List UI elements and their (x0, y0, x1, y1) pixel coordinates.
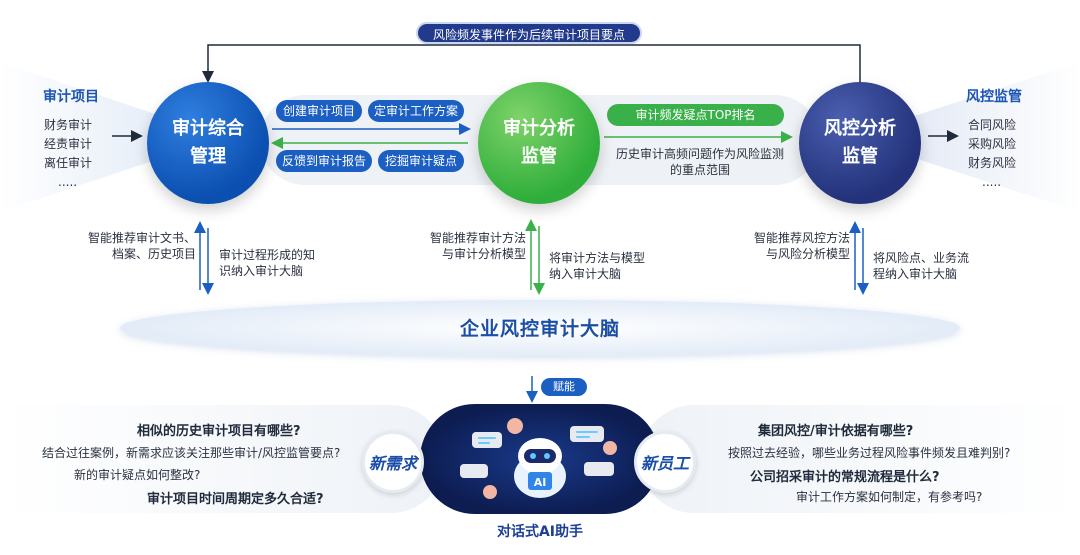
left-question-4: 审计项目时间周期定多久合适? (147, 492, 324, 507)
left-question-2: 结合过往案例，新需求应该关注那些审计/风控监管要点? (42, 446, 341, 460)
make-plan-pill: 定审计工作方案 (368, 100, 464, 122)
user-avatar-icon (483, 418, 617, 499)
node-label: 审计分析 监管 (503, 118, 575, 167)
note-left-up: 智能推荐审计文书、 档案、历史项目 (87, 231, 196, 261)
ai-robot-illustration: AI (460, 418, 617, 499)
risk-audit-brain-disc (120, 300, 960, 356)
list-item: 离任审计 (44, 156, 93, 170)
note-right-up: 智能推荐风控方法 与风险分析模型 (753, 231, 850, 261)
ranking-pill: 审计频发疑点TOP排名 (607, 104, 784, 126)
right-side-list: 合同风险 采购风险 财务风险 ..... (968, 116, 1016, 192)
audit-analysis-node[interactable]: 审计分析 监管 (478, 82, 600, 204)
right-question-1: 集团风控/审计依据有哪些? (758, 424, 914, 439)
right-question-3: 公司招采审计的常规流程是什么? (750, 470, 940, 485)
list-item: 财务审计 (44, 118, 93, 132)
ai-assistant-title: 对话式AI助手 (496, 524, 584, 540)
note-mid-up: 智能推荐审计方法 与审计分析模型 (429, 231, 526, 261)
feedback-loop-line (202, 44, 861, 86)
left-question-1: 相似的历史审计项目有哪些? (137, 424, 301, 439)
right-question-2: 按照过去经验，哪些业务过程风险事件频发且难判别? (728, 446, 1011, 460)
new-staff-badge: 新员工 (634, 431, 696, 493)
ai-face-label: AI (534, 476, 547, 489)
right-side-title: 风控监管 (966, 89, 1022, 105)
note-left-down: 审计过程形成的知 识纳入审计大脑 (219, 248, 316, 278)
list-item: 合同风险 (968, 118, 1017, 132)
empower-label: 赋能 (541, 378, 587, 396)
dig-suspicion-pill: 挖掘审计疑点 (378, 150, 464, 172)
right-question-panel (640, 405, 1080, 513)
left-side-list: 财务审计 经责审计 离任审计 ..... (44, 116, 92, 192)
list-item: 财务风险 (968, 156, 1017, 170)
right-question-4: 审计工作方案如何制定，有参考吗? (796, 490, 983, 504)
feedback-loop-label: 风险频发事件作为后续审计项目要点 (416, 22, 642, 44)
robot-icon: AI (514, 438, 566, 498)
left-question-3: 新的审计疑点如何整改? (74, 468, 201, 482)
ai-assistant-panel[interactable]: AI (420, 404, 660, 514)
ranking-note: 历史审计高频问题作为风险监测 的重点范围 (615, 147, 784, 177)
note-right-down: 将风险点、业务流 程纳入审计大脑 (873, 251, 970, 281)
risk-analysis-node[interactable]: 风控分析 监管 (799, 82, 921, 204)
list-item: 采购风险 (968, 137, 1017, 151)
left-side-title: 审计项目 (43, 89, 99, 105)
node-label: 审计综合 管理 (172, 118, 244, 167)
audit-management-node[interactable]: 审计综合 管理 (147, 82, 269, 204)
new-demand-badge: 新需求 (362, 431, 424, 493)
note-mid-down: 将审计方法与模型 纳入审计大脑 (549, 251, 646, 281)
node-label: 风控分析 监管 (824, 118, 896, 167)
create-project-pill: 创建审计项目 (276, 100, 362, 122)
brain-title: 企业风控审计大脑 (459, 318, 620, 340)
list-item: 经责审计 (44, 137, 93, 151)
feedback-report-pill: 反馈到审计报告 (276, 150, 372, 172)
list-item: ..... (982, 175, 1002, 189)
list-item: ..... (58, 175, 78, 189)
